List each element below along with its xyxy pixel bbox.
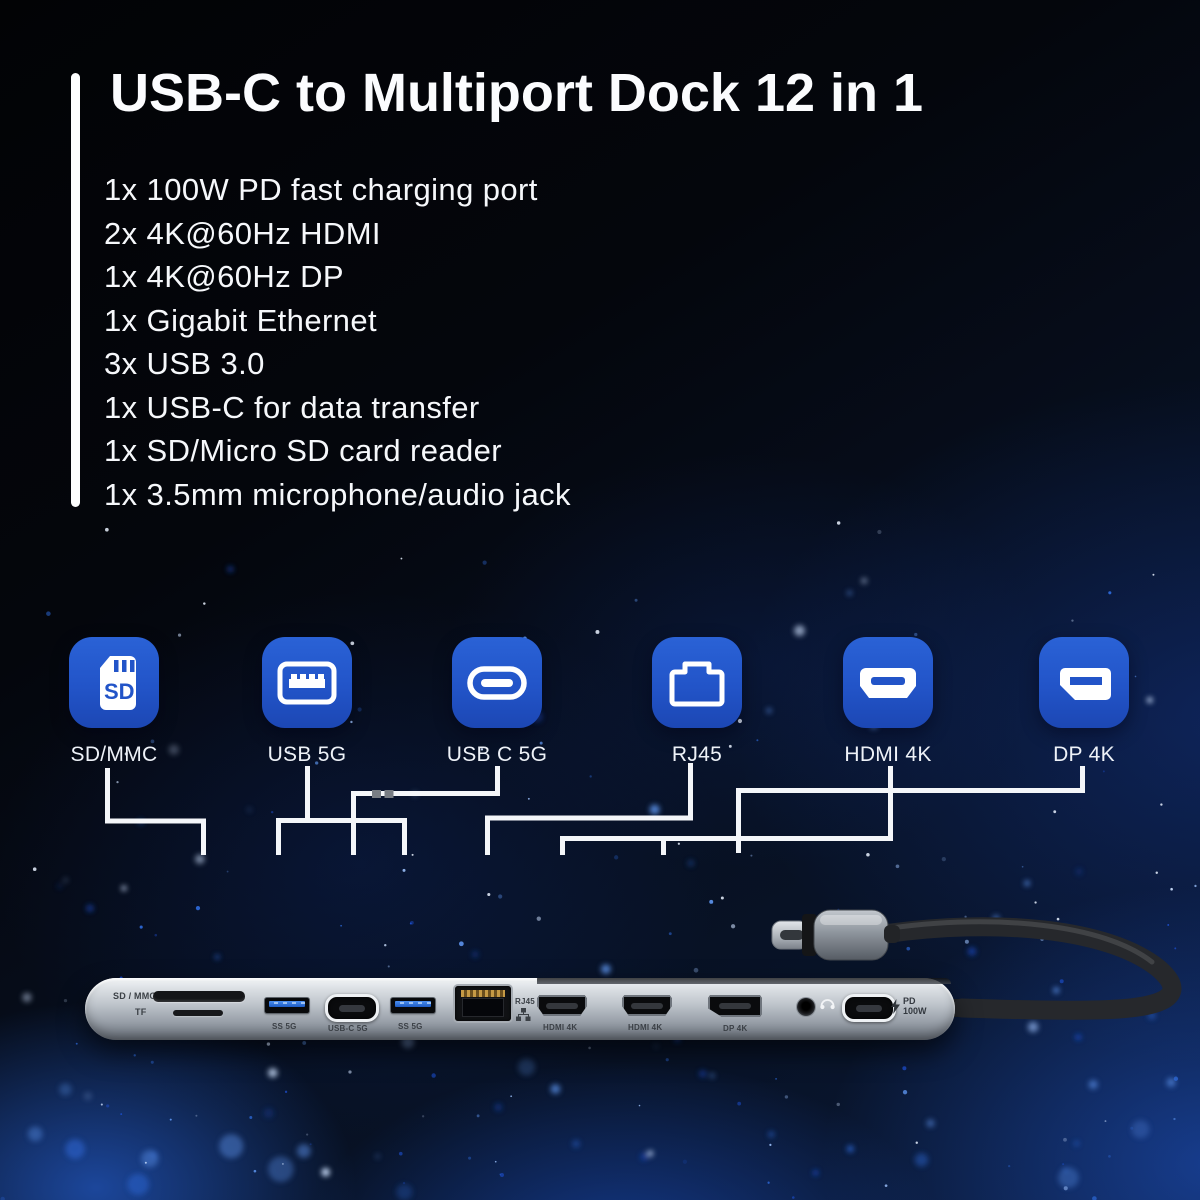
sd-card-icon: SD <box>69 637 159 728</box>
icon-card-usb-c-5g: USB C 5G <box>407 637 587 767</box>
hdmi-port-1 <box>537 995 587 1016</box>
hdmi-port-1-label: HDMI 4K <box>543 1023 578 1032</box>
feature-item: 1x Gigabit Ethernet <box>104 302 377 338</box>
feature-item: 3x USB 3.0 <box>104 346 265 381</box>
title-accent-bar <box>71 73 80 507</box>
usb-a-port-2-label: SS 5G <box>398 1022 423 1031</box>
pd-label-line1: PD <box>903 996 916 1006</box>
feature-item: 2x 4K@60Hz HDMI <box>104 215 381 251</box>
icon-card-usb-5g: USB 5G <box>217 637 397 767</box>
displayport-icon <box>1039 637 1129 728</box>
icon-card-hdmi-4k: HDMI 4K <box>798 637 978 767</box>
rj45-port <box>455 986 511 1021</box>
usb-c-data-port <box>325 994 379 1022</box>
icon-label: USB 5G <box>267 743 347 766</box>
usb-c-pd-port <box>842 994 896 1022</box>
sd-slot-label: SD / MMC <box>113 991 157 1001</box>
feature-item: 1x 3.5mm microphone/audio jack <box>104 476 571 512</box>
displayport-port-label: DP 4K <box>723 1024 748 1033</box>
icon-card-dp-4k: DP 4K <box>994 637 1174 767</box>
icon-label: SD/MMC <box>70 743 158 766</box>
network-icon <box>516 1008 531 1021</box>
icon-label: HDMI 4K <box>844 743 932 766</box>
feature-item: 1x 4K@60Hz DP <box>104 259 344 294</box>
pd-label-line2: 100W <box>903 1006 927 1016</box>
usb-c-plug <box>771 909 900 961</box>
hdmi-port-2-label: HDMI 4K <box>628 1023 663 1032</box>
usb-a-icon <box>262 637 352 728</box>
feature-list: 1x 100W PD fast charging port 2x 4K@60Hz … <box>104 168 571 516</box>
hdmi-icon <box>843 637 933 728</box>
feature-item: 1x USB-C for data transfer <box>104 389 480 425</box>
icon-card-sd-mmc: SD SD/MMC <box>24 637 204 767</box>
icon-label: RJ45 <box>671 743 723 766</box>
usb-c-data-port-label: USB-C 5G <box>328 1024 368 1033</box>
pd-power-label: PD 100W <box>903 996 927 1016</box>
tf-card-slot <box>173 1010 223 1016</box>
cable-cut-marks <box>372 790 394 798</box>
displayport-port <box>708 995 762 1017</box>
headphone-icon <box>820 999 835 1010</box>
icon-label: DP 4K <box>1053 743 1115 766</box>
usb-c-icon <box>452 637 542 728</box>
hdmi-port-2 <box>622 995 672 1016</box>
feature-item: 1x SD/Micro SD card reader <box>104 433 503 468</box>
tf-slot-label: TF <box>135 1007 147 1017</box>
dock-body: SD / MMC TF SS 5G USB-C 5G SS 5G RJ45 HD… <box>85 978 955 1040</box>
icon-card-rj45: RJ45 <box>607 637 787 767</box>
icon-label: USB C 5G <box>446 743 548 766</box>
usb-a-port-2 <box>391 998 435 1013</box>
rj45-icon <box>652 637 742 728</box>
page-title: USB-C to Multiport Dock 12 in 1 <box>110 63 924 123</box>
usb-a-port-1 <box>265 998 309 1013</box>
usb-a-port-1-label: SS 5G <box>272 1022 297 1031</box>
rj45-port-label: RJ45 <box>515 997 535 1006</box>
feature-item: 1x 100W PD fast charging port <box>104 172 538 207</box>
audio-jack-port <box>797 998 815 1016</box>
svg-text:SD: SD <box>104 679 135 704</box>
sd-card-slot <box>153 991 245 1002</box>
lightning-bolt-icon <box>891 999 900 1014</box>
